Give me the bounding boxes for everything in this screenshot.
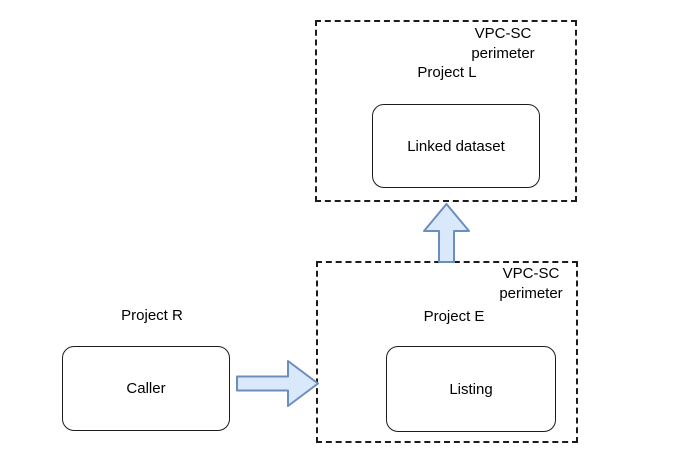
project-e-label: Project E [423, 308, 485, 325]
caller-node: Caller [62, 346, 230, 431]
perimeter-label-bottom: VPC-SC perimeter [499, 265, 563, 302]
project-r-label: Project R [121, 307, 183, 324]
linked-dataset-node: Linked dataset [372, 104, 540, 188]
perimeter-label-top: VPC-SC perimeter [471, 25, 535, 62]
up-arrow-icon [423, 203, 470, 263]
listing-node: Listing [386, 346, 556, 432]
project-l-label: Project L [417, 64, 477, 81]
vpc-sc-perimeter-box-project-l: VPC-SC perimeter Project L Linked datase… [315, 20, 577, 202]
right-arrow-icon [236, 360, 319, 407]
vpc-sc-perimeter-box-project-e: VPC-SC perimeter Project E Listing [316, 261, 578, 443]
